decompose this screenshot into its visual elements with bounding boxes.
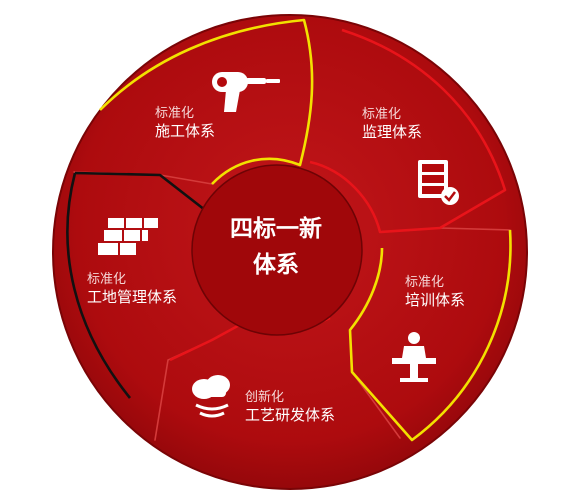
center-title-line2: 体系 bbox=[253, 251, 299, 278]
black-accent-left bbox=[66, 171, 206, 399]
drill-icon bbox=[212, 72, 280, 112]
center-title-line1: 四标一新 bbox=[230, 216, 322, 242]
segment-supervision: 标准化 监理体系 bbox=[362, 107, 422, 141]
yellow-accent-right bbox=[348, 229, 512, 442]
segment-supervision-main: 监理体系 bbox=[362, 122, 423, 141]
building-blocks-icon bbox=[98, 218, 158, 255]
segment-site-main: 工地管理体系 bbox=[87, 287, 178, 306]
segment-training: 标准化 培训体系 bbox=[405, 275, 465, 309]
lectern-speaker-icon bbox=[392, 332, 436, 382]
segment-training-sub: 标准化 bbox=[405, 275, 445, 290]
segment-rnd-sub: 创新化 bbox=[245, 390, 285, 405]
center-hub bbox=[191, 164, 363, 336]
segment-construction-main: 施工体系 bbox=[155, 121, 216, 140]
segment-training-main: 培训体系 bbox=[405, 290, 466, 309]
center-title: 四标一新 体系 bbox=[196, 212, 356, 283]
segment-site: 标准化 工地管理体系 bbox=[87, 272, 177, 306]
segment-construction: 标准化 施工体系 bbox=[155, 106, 215, 140]
segment-site-sub: 标准化 bbox=[87, 272, 127, 287]
segment-rnd: 创新化 工艺研发体系 bbox=[245, 390, 335, 424]
file-cabinet-check-icon bbox=[418, 160, 459, 205]
outer-rim bbox=[52, 14, 528, 490]
cloud-signal-icon bbox=[192, 375, 230, 418]
yellow-accent-top bbox=[99, 18, 314, 185]
red-accent-top-right bbox=[309, 28, 507, 234]
segment-rnd-main: 工艺研发体系 bbox=[245, 405, 336, 424]
segment-supervision-sub: 标准化 bbox=[362, 107, 402, 122]
segment-construction-sub: 标准化 bbox=[155, 106, 195, 121]
